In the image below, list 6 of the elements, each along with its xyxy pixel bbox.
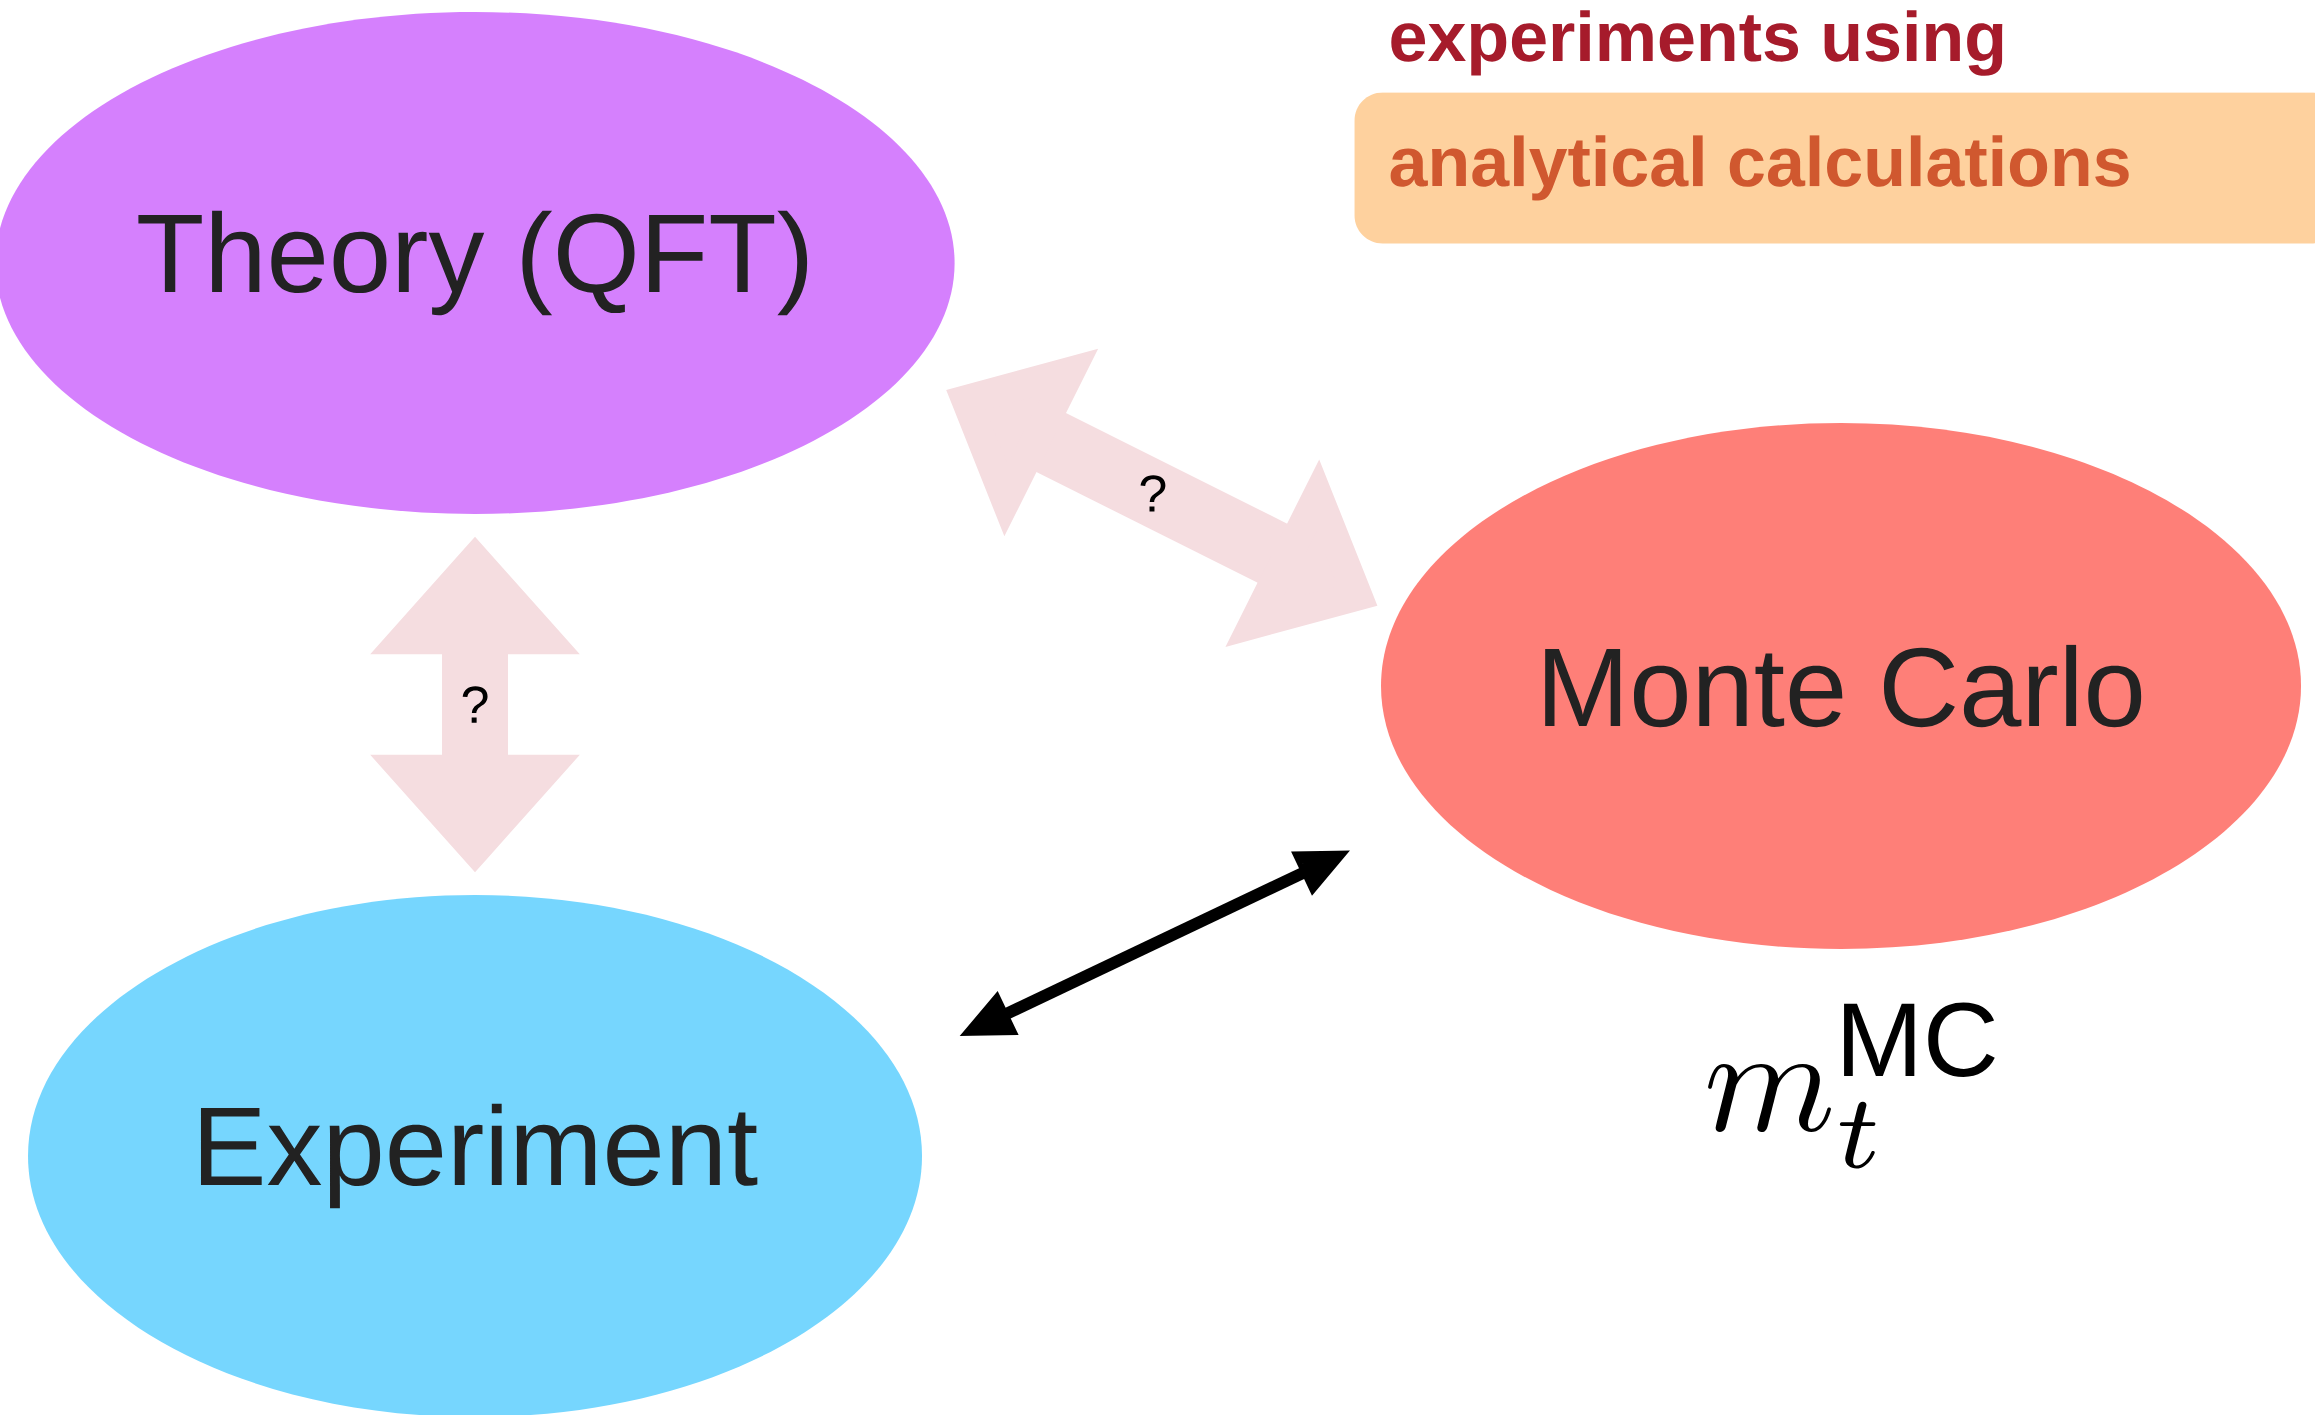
heading: experiments using [1391, 10, 2003, 76]
highlight-text: analytical calculations [1390, 135, 2129, 201]
edge-label: ? [457, 683, 493, 726]
ellipse-node: Monte Carlo [1381, 423, 2301, 949]
formula: $m_t^{\mathrm{MC}}$ [1708, 1002, 1995, 1169]
edge-label: ? [1135, 472, 1171, 515]
